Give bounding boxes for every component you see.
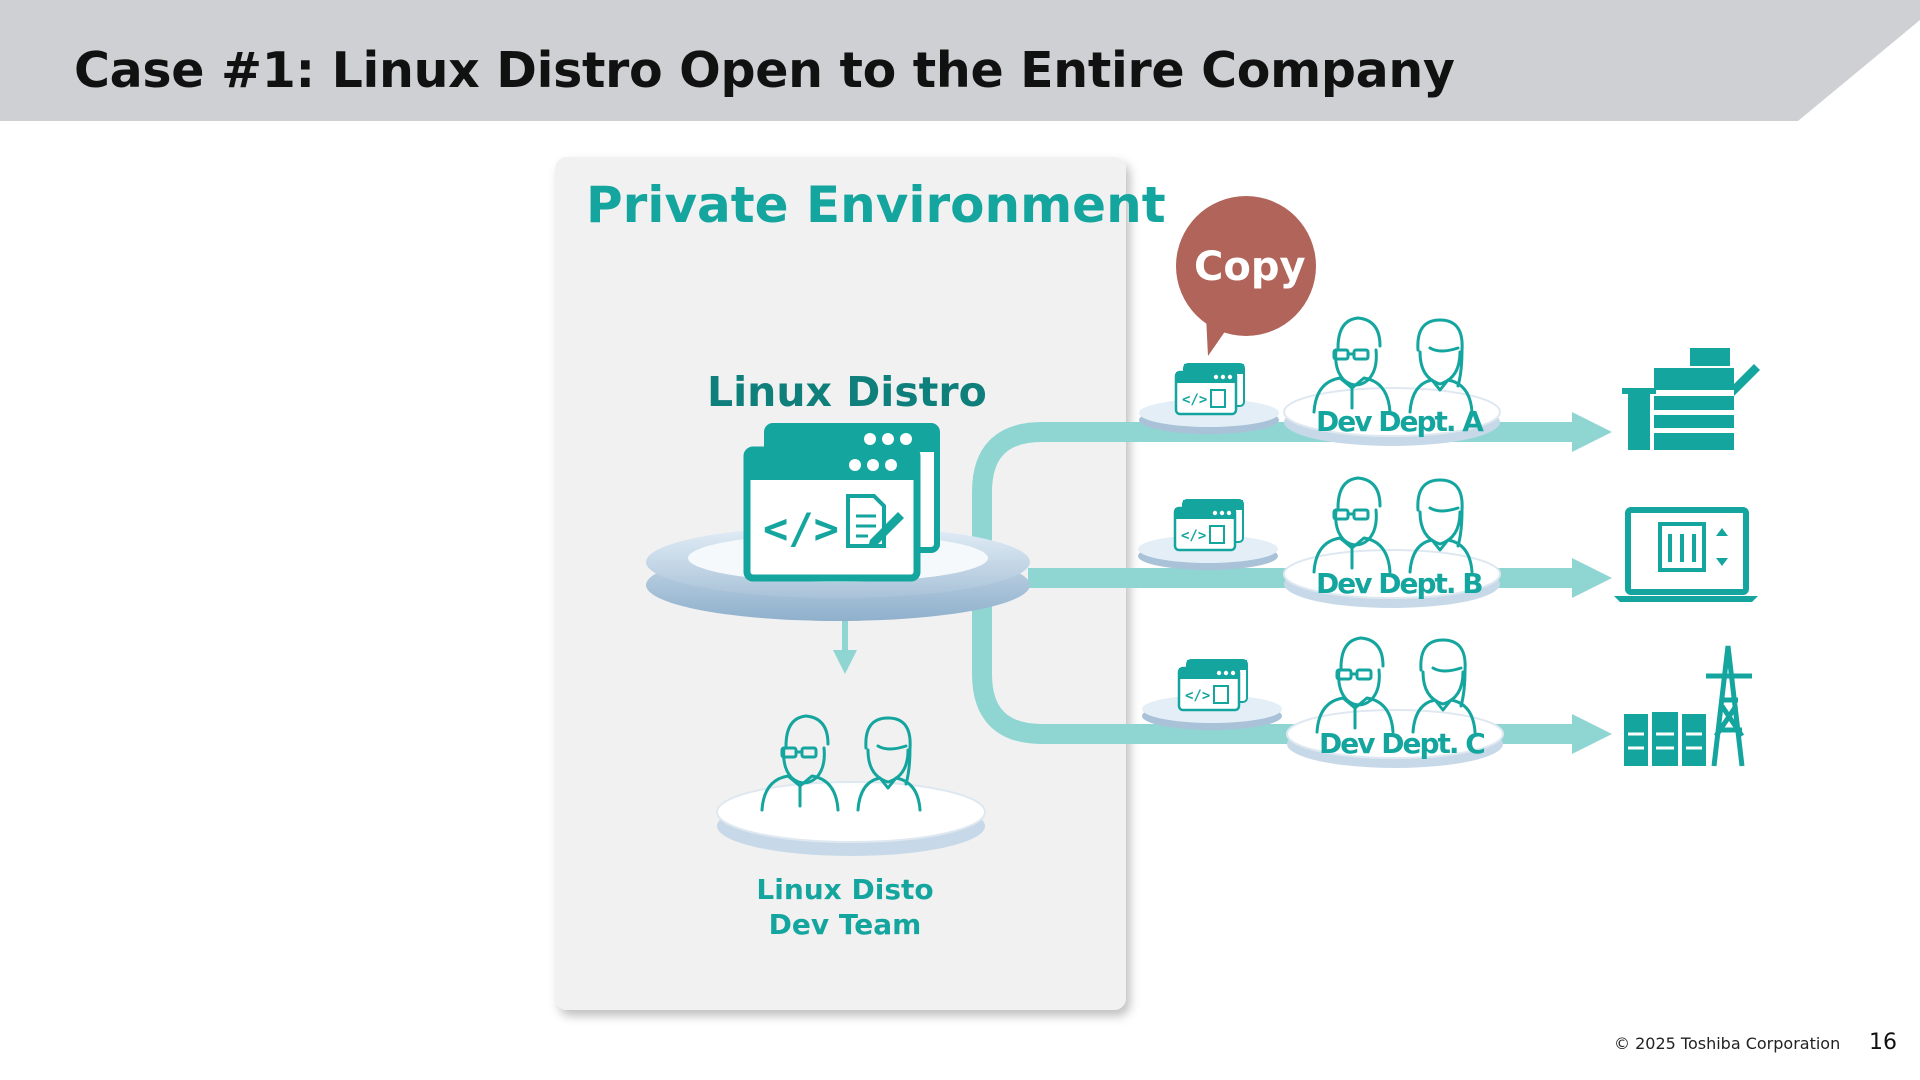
- copy-label: Copy: [1194, 244, 1306, 290]
- linux-distro-app-icon: </>: [743, 423, 940, 582]
- dept-c-group: [1142, 636, 1504, 768]
- page-title: Case #1: Linux Distro Open to the Entire…: [74, 42, 1455, 99]
- dept-c-label: Dev Dept. C: [1319, 727, 1486, 760]
- footer-copyright: © 2025 Toshiba Corporation: [1614, 1034, 1841, 1053]
- copier-machine-icon: [1622, 348, 1760, 450]
- dev-team-label-line2: Dev Team: [768, 908, 922, 941]
- linux-distro-label: Linux Distro: [707, 368, 987, 416]
- laptop-elevator-display-icon: [1614, 507, 1758, 602]
- dev-team-label-line1: Linux Disto: [756, 873, 934, 906]
- title-banner: [0, 0, 1920, 121]
- dept-a-label: Dev Dept. A: [1316, 405, 1484, 438]
- dev-team-platform: [716, 781, 986, 856]
- dev-team-label: Linux Disto Dev Team: [745, 872, 945, 942]
- private-environment-label: Private Environment: [586, 176, 1166, 234]
- dept-b-group: [1138, 476, 1501, 608]
- svg-text:</>: </>: [763, 504, 839, 553]
- dept-b-label: Dev Dept. B: [1316, 567, 1484, 600]
- copy-speech-bubble: [1176, 196, 1316, 356]
- dept-a-group: [1139, 316, 1501, 446]
- page-number: 16: [1869, 1030, 1897, 1055]
- power-infrastructure-icon: [1624, 645, 1752, 767]
